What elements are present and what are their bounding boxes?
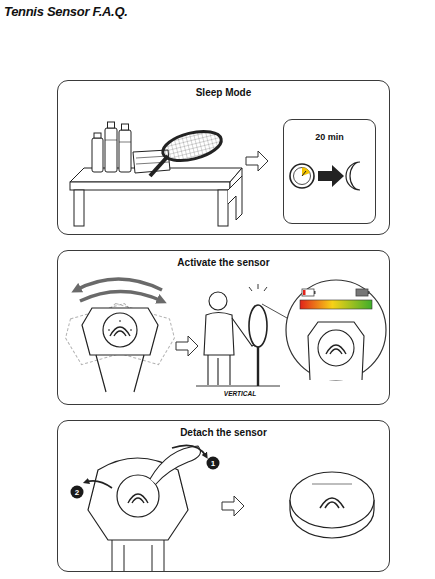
panel-box: Sleep Mode 20 min bbox=[57, 80, 390, 235]
panel-heading: Detach the sensor bbox=[58, 427, 389, 438]
panel-box: Activate the sensor bbox=[57, 250, 390, 405]
bench-scene bbox=[70, 122, 242, 226]
lift-arrow bbox=[86, 481, 112, 488]
pull-arrow bbox=[172, 445, 206, 456]
racket-throat bbox=[88, 446, 200, 571]
panel-heading: Sleep Mode bbox=[58, 87, 389, 98]
panel-box: Detach the sensor bbox=[57, 420, 390, 572]
timer-box: 20 min bbox=[283, 119, 376, 224]
person-with-racket bbox=[196, 284, 287, 386]
hollow-arrow bbox=[222, 496, 244, 516]
detached-sensor bbox=[290, 472, 374, 538]
callout-number: 2 bbox=[71, 486, 84, 499]
sleep-icons bbox=[290, 162, 360, 190]
axis-label: VERTICAL bbox=[224, 390, 256, 397]
zoom-battery bbox=[286, 280, 386, 380]
timer-label: 20 min bbox=[284, 132, 375, 142]
callout-number: 1 bbox=[207, 457, 220, 470]
hollow-arrow bbox=[246, 151, 268, 171]
shake-sensor bbox=[61, 279, 179, 392]
hollow-arrow bbox=[176, 336, 198, 356]
page-title: Tennis Sensor F.A.Q. bbox=[4, 4, 128, 19]
panel-heading: Activate the sensor bbox=[58, 257, 389, 268]
